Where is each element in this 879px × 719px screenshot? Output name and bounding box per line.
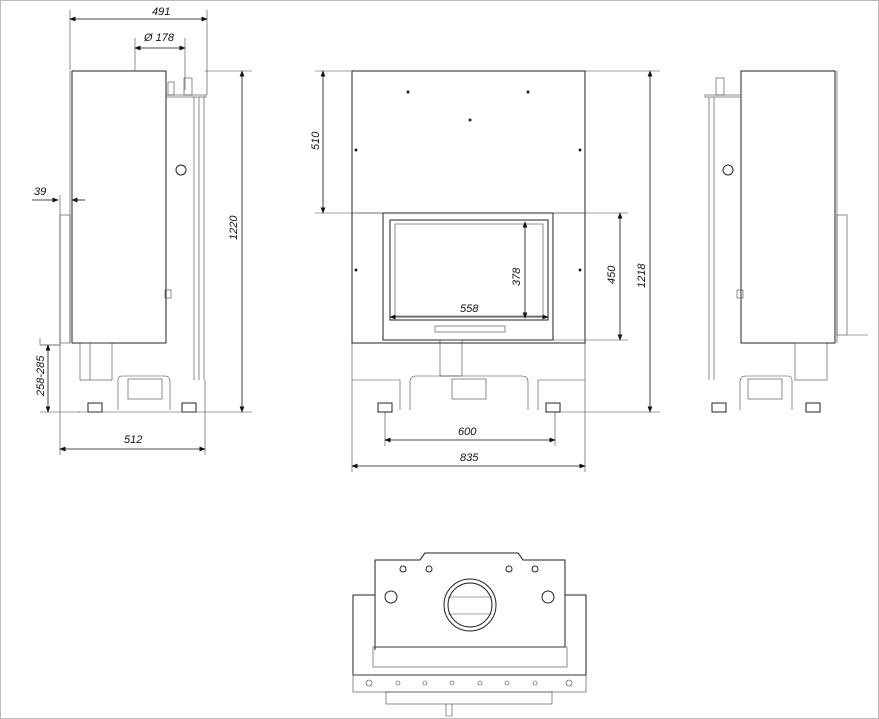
dim-600: 600 (458, 426, 477, 438)
dim-558: 558 (460, 303, 479, 315)
dim-835: 835 (460, 452, 479, 464)
side-view-right (704, 70, 868, 413)
top-view (352, 552, 587, 717)
front-dimensions: 510 378 450 1218 558 600 835 (310, 70, 660, 472)
dim-512: 512 (124, 434, 142, 446)
dim-258-285: 258-285 (35, 355, 47, 397)
side-dimensions: 491 Ø 178 1220 39 258-285 512 (32, 6, 252, 455)
dim-450: 450 (606, 265, 618, 284)
dim-39: 39 (34, 186, 46, 198)
dim-378: 378 (511, 267, 523, 286)
dim-491: 491 (152, 6, 170, 18)
dim-1218: 1218 (636, 263, 648, 288)
front-view (351, 70, 586, 413)
dim-510: 510 (310, 131, 322, 150)
side-view-left (39, 70, 207, 413)
dim-1220: 1220 (228, 215, 240, 240)
dim-flue-diameter: Ø 178 (143, 32, 175, 44)
